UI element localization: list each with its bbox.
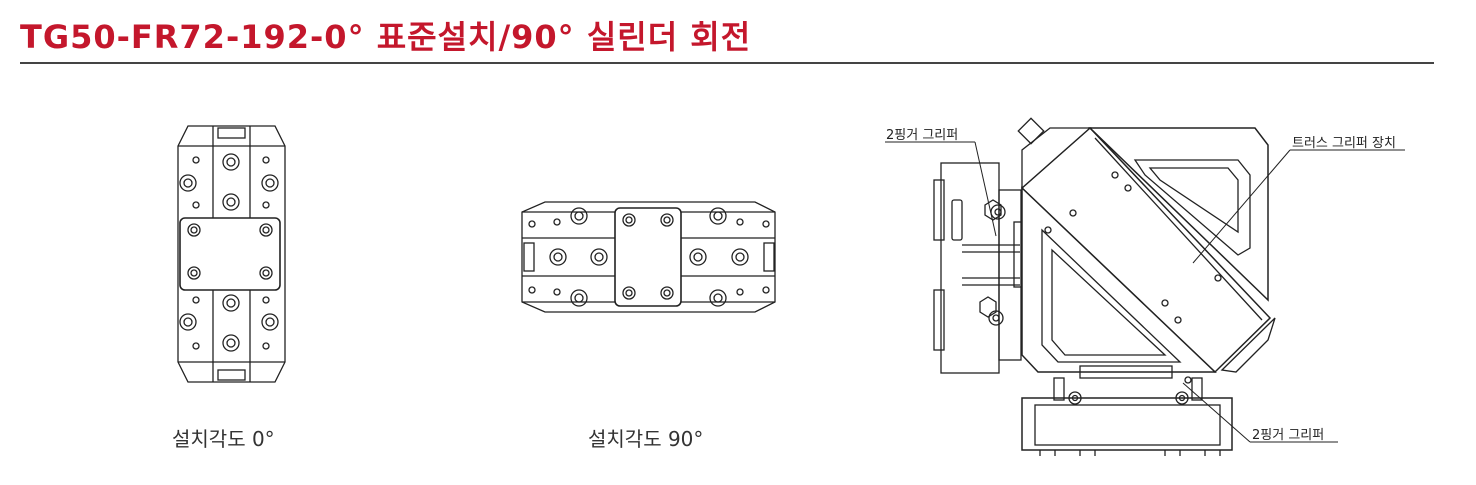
view-0-degree-caption: 설치각도 0° [172, 427, 275, 451]
callout-bottom-gripper: 2핑거 그리퍼 [1252, 428, 1325, 443]
page-title: TG50-FR72-192-0° 표준설치/90° 실린더 회전 [20, 18, 752, 56]
view-90-degree-caption: 설치각도 90° [588, 427, 704, 451]
callout-top-gripper: 2핑거 그리퍼 [886, 128, 959, 143]
view-0-degree-drawing [177, 125, 286, 383]
title-divider [20, 62, 1434, 64]
view-90-degree-drawing [521, 201, 776, 313]
callout-truss-device: 트러스 그리퍼 장치 [1292, 136, 1396, 151]
side-view-truss-drawing [885, 117, 1405, 456]
